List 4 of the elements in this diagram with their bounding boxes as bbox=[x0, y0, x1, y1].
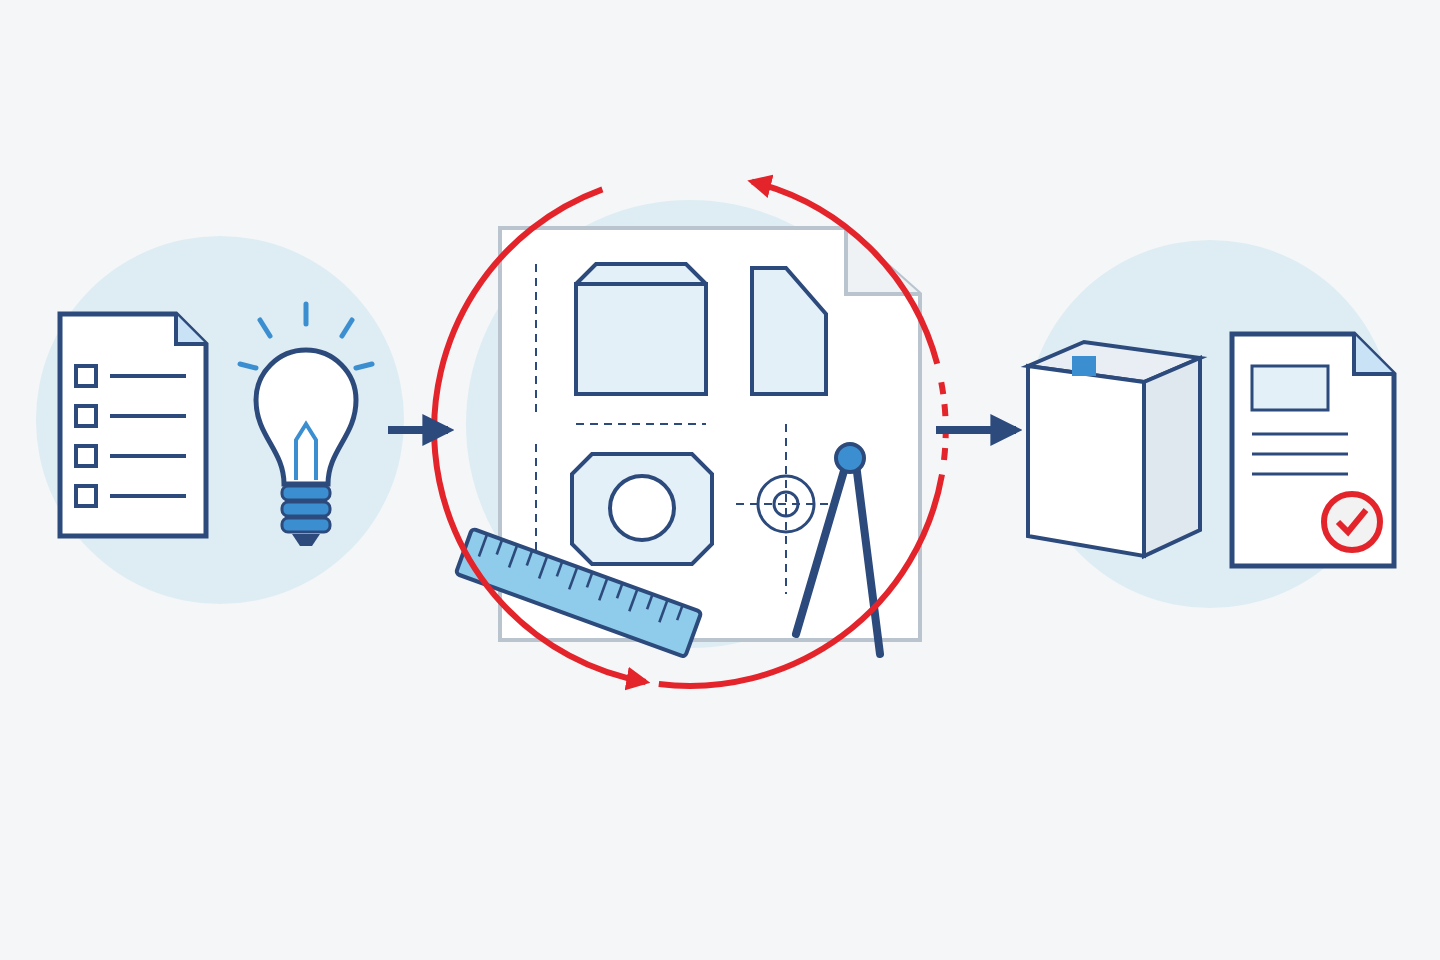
arrow bbox=[936, 414, 1023, 446]
lightbulb-picture bbox=[236, 300, 380, 552]
certificate-picture bbox=[1228, 330, 1400, 572]
document-picture bbox=[56, 310, 212, 542]
